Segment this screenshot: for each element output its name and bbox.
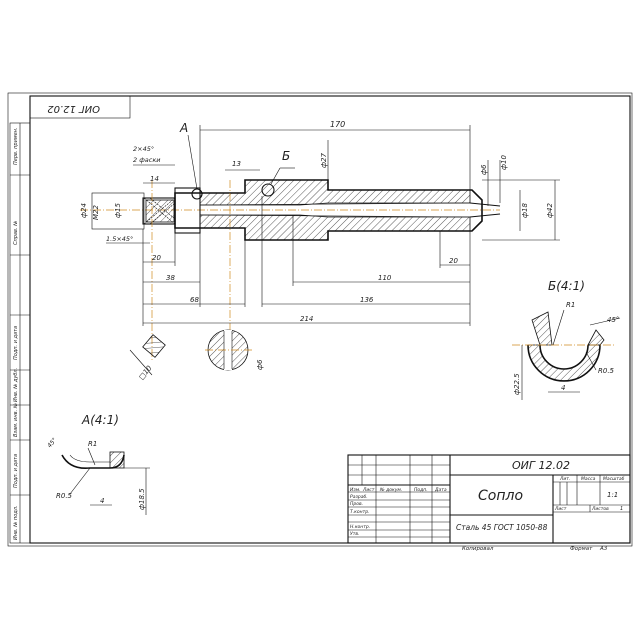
dim-136: 136 — [360, 296, 374, 304]
dim-d6b: ф6 — [256, 359, 264, 370]
tb-mass: Масса — [581, 476, 596, 482]
label-a: А — [179, 121, 188, 135]
side-text-5: Взам. инв. № — [13, 403, 19, 437]
detail-a-title: А(4:1) — [81, 413, 119, 427]
tb-col-sign: Подп. — [414, 487, 428, 493]
format-value: А3 — [599, 546, 608, 552]
dim-13: 13 — [232, 160, 241, 168]
dim-m22: M22 — [92, 205, 100, 220]
section-square: □10 — [129, 334, 166, 381]
tb-title: Сопло — [478, 488, 523, 504]
side-text-2: Справ. № — [13, 221, 19, 245]
label-b: Б — [282, 149, 290, 163]
tb-row-nkontr: Н.контр. — [350, 524, 370, 530]
a-4: 4 — [100, 497, 104, 505]
outer-frame — [7, 92, 633, 547]
dim-d42: ф42 — [546, 203, 554, 218]
detail-b: Б(4:1) R1 45° ф22.5 4 R0.5 — [512, 279, 621, 400]
dim-20a: 20 — [152, 254, 161, 262]
side-text-4: Инв. № дубл. — [13, 368, 19, 402]
tb-col-date: Дата — [434, 487, 447, 493]
dim-14: 14 — [150, 175, 159, 183]
dim-15x45: 1.5×45° — [106, 235, 133, 243]
b-4: 4 — [561, 384, 565, 392]
b-45: 45° — [607, 316, 619, 324]
side-text-7: Инв. № подл. — [13, 506, 19, 541]
a-r1: R1 — [88, 440, 97, 448]
side-text-6: Подп. и дата — [13, 454, 19, 488]
tb-sheets-value: 1 — [620, 506, 623, 512]
dim-d10: ф10 — [500, 155, 508, 170]
detail-b-title: Б(4:1) — [548, 279, 585, 293]
tb-row-tkontr: Т.контр. — [350, 509, 370, 515]
dim-68: 68 — [190, 296, 199, 304]
dim-chamfer: 2×45° — [133, 145, 154, 153]
top-code-text: ОИГ 12.02 — [47, 103, 100, 114]
format-label: Формат — [570, 546, 593, 552]
dim-170: 170 — [330, 120, 345, 129]
dim-214: 214 — [300, 315, 313, 323]
tb-col-izm: Изм. — [350, 487, 361, 493]
a-r05: R0.5 — [56, 492, 73, 500]
tb-lit: Лит. — [559, 476, 570, 482]
tb-col-list: Лист — [362, 487, 375, 493]
dim-sq10: □10 — [137, 364, 153, 381]
tb-scale-value: 1:1 — [607, 491, 618, 499]
side-strip: Перв. примен. Справ. № Подп. и дата Инв.… — [9, 122, 31, 544]
dim-d6: ф6 — [480, 164, 488, 175]
dim-20b: 20 — [449, 257, 458, 265]
b-r1: R1 — [566, 301, 575, 309]
side-text-1: Перв. примен. — [13, 127, 19, 165]
tb-col-doc: № докум. — [379, 487, 402, 493]
a-d185: ф18.5 — [138, 488, 146, 510]
tb-sheet: Лист — [554, 506, 567, 512]
section-round: ф6 — [205, 329, 264, 371]
a-angle: 45° — [46, 437, 58, 450]
dim-d24: ф24 — [80, 203, 88, 218]
dimensions: 170 13 ф27 ф6 ф10 ф18 ф42 2×45° 2 фаски … — [80, 120, 560, 326]
detail-a: А(4:1) ф18.5 R1 R0.5 4 45° — [46, 413, 150, 515]
dim-d15: ф15 — [114, 203, 122, 218]
tb-material: Сталь 45 ГОСТ 1050-88 — [456, 523, 548, 532]
side-text-3: Подп. и дата — [13, 326, 19, 360]
title-block: Изм. Лист № докум. Подп. Дата Разраб. Пр… — [347, 454, 631, 544]
tb-scale-label: Масштаб — [603, 476, 625, 482]
nozzle-main-view — [80, 179, 501, 360]
dim-d18: ф18 — [521, 203, 529, 218]
dim-chamfer2: 2 фаски — [133, 156, 160, 164]
dim-110: 110 — [378, 274, 392, 282]
dim-38: 38 — [166, 274, 175, 282]
tb-code: ОИГ 12.02 — [512, 459, 570, 472]
tb-row-utv: Утв. — [350, 531, 359, 537]
view-labels: А Б — [179, 121, 295, 190]
top-code-box: ОИГ 12.02 — [29, 95, 131, 119]
tb-sheets: Листов — [591, 506, 609, 512]
b-r05: R0.5 — [598, 367, 615, 375]
copied-label: Копировал — [462, 546, 494, 552]
dim-d27: ф27 — [320, 153, 328, 168]
tb-row-prov: Пров. — [350, 501, 363, 507]
b-d225: ф22.5 — [513, 373, 521, 395]
tb-row-razrab: Разраб. — [350, 494, 368, 500]
